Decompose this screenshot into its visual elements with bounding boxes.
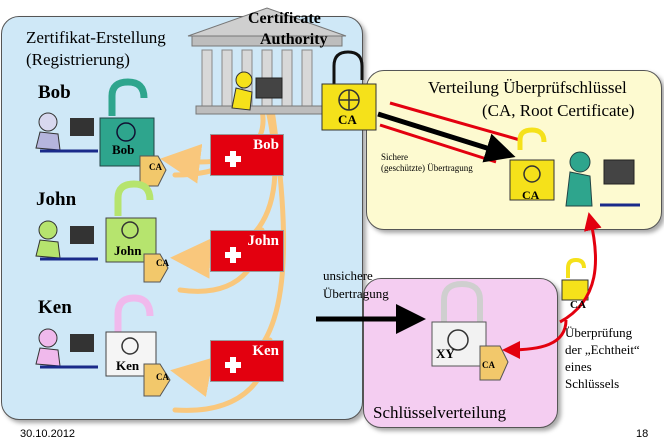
verification-line-4: Schlüssels [565, 376, 620, 391]
verification-line-2: der „Echtheit“ [565, 342, 640, 357]
swiss-cross-icon [225, 357, 241, 373]
xy-lock-label: XY [436, 346, 455, 361]
ken-lock-icon [105, 294, 171, 397]
distribution-lock-icon [509, 127, 555, 201]
insecure-label-2: Übertragung [323, 286, 389, 301]
bob-card-label: Bob [253, 137, 279, 153]
john-certificate-card: John [210, 230, 284, 272]
bob-name: Bob [38, 82, 71, 103]
registration-subtitle: (Registrierung) [26, 50, 130, 69]
swiss-cross-icon [225, 247, 241, 263]
secure-label-2: (geschützte) Übertragung [381, 163, 473, 173]
xy-lock-icon [431, 280, 487, 367]
insecure-label-1: unsichere [323, 268, 373, 283]
john-card-label: John [247, 233, 279, 249]
ken-lock-label: Ken [116, 358, 140, 373]
john-lock-label: John [114, 243, 142, 258]
secure-transfer-arrow [377, 101, 521, 164]
green-user-icon [565, 151, 640, 207]
xy-cert-label: CA [482, 360, 495, 370]
distribution-lock-label: CA [522, 188, 540, 202]
ken-user-icon [35, 328, 98, 369]
ken-card-label: Ken [252, 343, 279, 359]
footer-date: 30.10.2012 [20, 428, 76, 440]
verification-lock-icon [561, 257, 589, 301]
john-user-icon [35, 220, 98, 261]
bob-cert-label: CA [149, 162, 162, 172]
ca-lock-label: CA [338, 112, 357, 127]
john-lock-icon [105, 180, 169, 283]
ken-certificate-card: Ken [210, 340, 284, 382]
ca-title: Certificate [248, 10, 321, 27]
ca-subtitle: Authority [260, 31, 328, 48]
swiss-cross-icon [225, 151, 241, 167]
key-distribution-title: Schlüsselverteilung [373, 403, 507, 422]
john-cert-label: CA [156, 258, 169, 268]
distribution-subtitle: (CA, Root Certificate) [482, 101, 635, 120]
footer-page: 18 [636, 428, 649, 440]
john-name: John [36, 189, 77, 210]
verification-line-3: eines [565, 359, 592, 374]
distribution-title: Verteilung Überprüfschlüssel [428, 78, 627, 97]
bob-user-icon [35, 112, 98, 153]
registration-title: Zertifikat-Erstellung [26, 28, 166, 47]
verification-line-1: Überprüfung [565, 325, 633, 340]
ken-cert-label: CA [156, 372, 169, 382]
ca-lock-icon [321, 50, 377, 131]
ca-operator-icon [231, 71, 283, 111]
bob-certificate-card: Bob [210, 134, 284, 176]
bob-lock-label: Bob [112, 142, 135, 157]
verification-arrows [502, 212, 602, 359]
bob-lock-icon [99, 78, 167, 187]
secure-label-1: Sichere [381, 152, 408, 162]
verification-lock-label: CA [570, 299, 586, 311]
ken-name: Ken [38, 297, 72, 318]
xy-certificate-icon [479, 345, 509, 381]
